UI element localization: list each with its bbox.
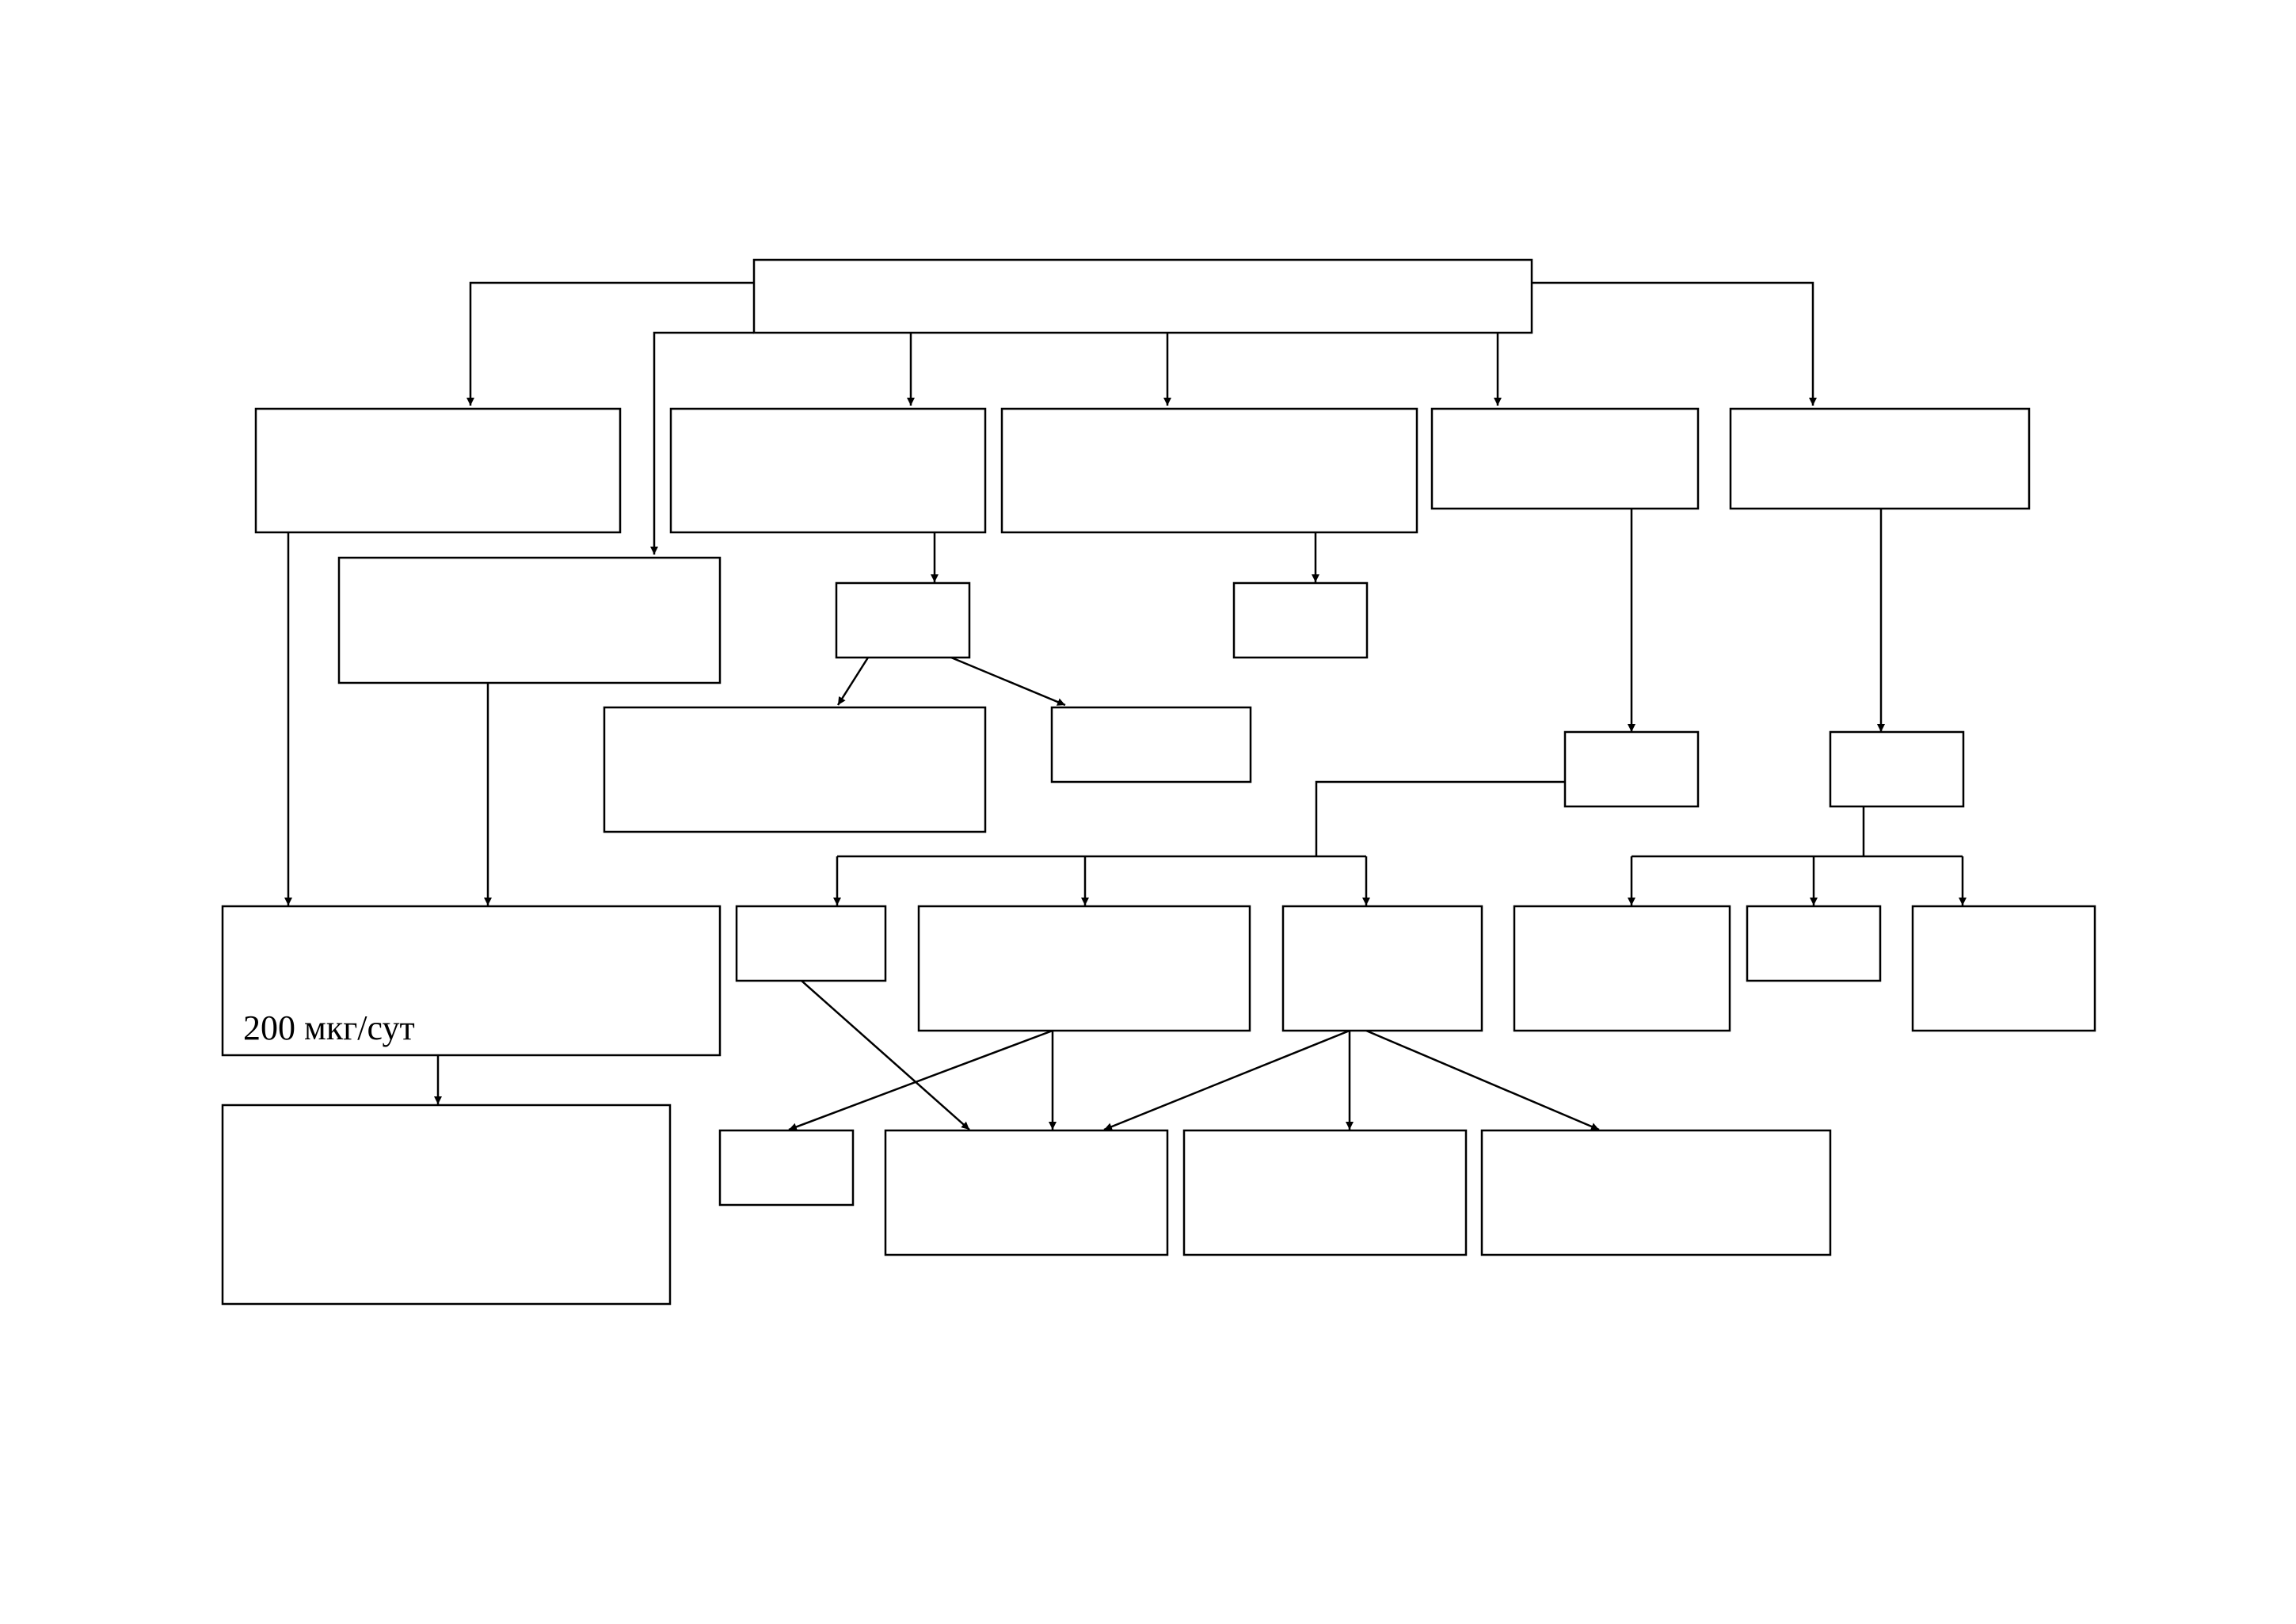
node-dose: 200 мкг/сут: [221, 905, 722, 1057]
node-level2-small-b: [1232, 581, 1369, 659]
connector-small-a-to-wide: [836, 657, 870, 706]
node-row5-box3: [1480, 1129, 1832, 1256]
node-row4-box2: [917, 905, 1251, 1032]
node-dose-label: 200 мкг/сут: [243, 1008, 415, 1047]
connectors: [284, 281, 1967, 1131]
connector-right-a-trunk: [1315, 780, 1565, 856]
node-level2-small-a: [835, 581, 971, 659]
connector-row4-box1-to-row5-box1: [801, 980, 970, 1130]
node-row4-box3: [1281, 905, 1483, 1032]
node-row4-box4: [1513, 905, 1731, 1032]
node-row4-box1: [735, 905, 887, 982]
node-row5-box2: [1182, 1129, 1468, 1256]
connector-row4-box2-to-row5-small: [788, 1029, 1053, 1131]
node-level1-box5: [1729, 407, 2031, 510]
node-level3-small: [1050, 706, 1252, 783]
connector-small-a-to-small: [950, 656, 1066, 707]
node-row5-small: [718, 1129, 855, 1207]
node-row4-box5: [1746, 905, 1882, 982]
node-level3-wide: [603, 706, 987, 833]
node-level1-box3: [1000, 407, 1418, 534]
node-bottom-left: [221, 1104, 672, 1306]
node-level1-box2: [669, 407, 987, 534]
node-level1-box4: [1430, 407, 1700, 510]
connector-root-to-box1: [466, 281, 754, 406]
connector-root-to-box5: [1532, 281, 1817, 406]
node-level3-right-b: [1829, 730, 1965, 808]
node-root: [752, 258, 1533, 334]
node-level2-left: [337, 556, 722, 684]
node-level1-box1: [254, 407, 622, 534]
node-level3-right-a: [1563, 730, 1700, 808]
connector-row4-box3-to-row5-box1: [1103, 1029, 1350, 1131]
connector-root-to-level2-left: [650, 331, 754, 555]
node-row4-box6: [1911, 905, 2096, 1032]
node-row5-box1: [884, 1129, 1169, 1256]
nodes: 200 мкг/сут: [221, 258, 2096, 1306]
connector-row4-box3-to-row5-box4: [1365, 1029, 1600, 1131]
